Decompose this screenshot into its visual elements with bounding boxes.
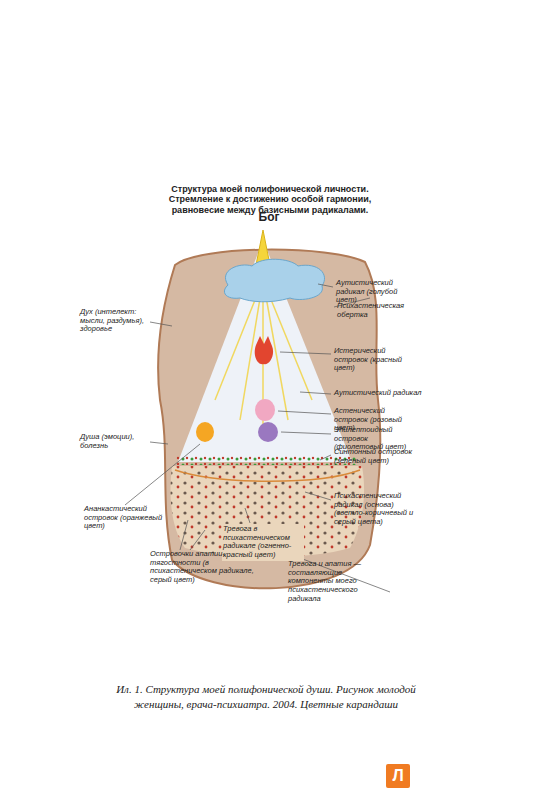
callout-label: Тревога в психастеническом радикале (огн…: [222, 524, 304, 561]
epileptoid-island: [258, 422, 278, 442]
callout-label: Истерический островок (красный цвет): [334, 347, 412, 373]
callout-label: Ананкастический островок (оранжевый цвет…: [84, 505, 164, 531]
publisher-logo: Л: [386, 764, 410, 788]
base-arc: [175, 470, 360, 481]
callout-label: Психастеническая обертка: [337, 302, 427, 319]
callout-label: Аутистический радикал (голубой цвет): [336, 279, 416, 305]
asthenic-island: [255, 399, 275, 421]
caption: Ил. 1. Структура моей полифонической душ…: [116, 682, 416, 713]
callout-label: Дух (интелект: мысли, раздумья), здоровь…: [80, 308, 150, 334]
callout-label: Островочки апатии-тягостности (в психаст…: [150, 550, 260, 585]
hysteric-island: [255, 336, 273, 364]
light-cone: [178, 240, 352, 462]
light-rays: [215, 280, 312, 440]
publisher-badge: [386, 764, 410, 788]
callout-label: Душа (эмоции), болезнь: [80, 433, 150, 450]
callout-label: Аутистический радикал: [334, 389, 424, 398]
syntonic-band: [176, 455, 356, 465]
god-label: Бог: [254, 211, 284, 225]
callout-label: Тревога и апатия — составляющие компонен…: [288, 560, 388, 603]
callout-label: Психастенический радикал (основа) (светл…: [334, 492, 420, 527]
anancastic-island: [196, 422, 214, 442]
autistic-cloud: [224, 259, 324, 302]
callout-label: Синтонный островок (зеленый цвет): [334, 448, 412, 465]
